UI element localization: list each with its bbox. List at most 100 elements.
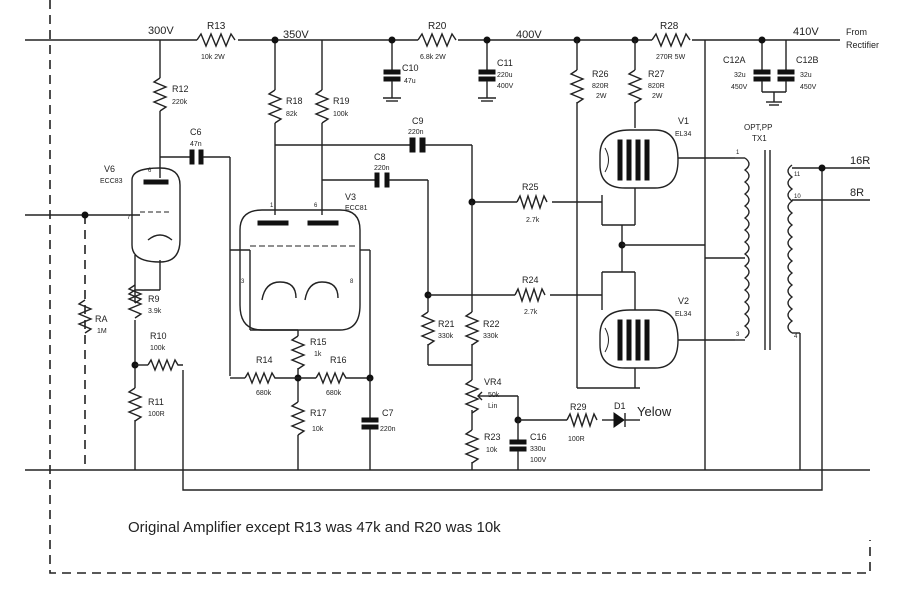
diagram-caption: Original Amplifier except R13 was 47k an… [128, 519, 501, 536]
r15-name: R15 [310, 337, 327, 347]
v6-stage [25, 40, 231, 470]
r23-value: 10k [486, 447, 498, 454]
r13-name: R13 [207, 21, 226, 32]
c12b-voltage: 450V [800, 84, 817, 91]
r16-name: R16 [330, 355, 347, 365]
rail-410v-label: 410V [793, 26, 819, 38]
output-stage [569, 40, 735, 470]
v3-name: V3 [345, 192, 356, 202]
from-label: From [846, 27, 867, 37]
c7-name: C7 [382, 408, 394, 418]
r22-value: 330k [483, 333, 499, 340]
pin-v3-a: 1 [270, 203, 274, 209]
r14-value: 680k [256, 390, 272, 397]
v6-type: ECC83 [100, 178, 123, 185]
r19-name: R19 [333, 96, 350, 106]
c7-value: 220n [380, 426, 396, 433]
c16-voltage: 100V [530, 457, 547, 464]
r26-power: 2W [596, 93, 607, 100]
ra-value: 1M [97, 328, 107, 335]
r10-name: R10 [150, 331, 167, 341]
c12a-value: 32u [734, 72, 746, 79]
r24-value: 2.7k [524, 309, 538, 316]
r27-name: R27 [648, 69, 665, 79]
r19-value: 100k [333, 111, 349, 118]
component-labels: 300V 350V 400V 410V From Rectifier R13 1… [95, 21, 879, 464]
r11-name: R11 [148, 397, 164, 407]
r18-name: R18 [286, 96, 303, 106]
c12a-voltage: 450V [731, 84, 748, 91]
vr4-name: VR4 [484, 377, 502, 387]
c12b-name: C12B [796, 55, 819, 65]
r26-value: 820R [592, 83, 609, 90]
vr4-type: Lin [488, 403, 497, 410]
v3-type: ECC81 [345, 205, 368, 212]
pin-tx-4: 4 [794, 334, 798, 340]
pin-tx-1: 1 [736, 150, 740, 156]
out-8r: 8R [850, 187, 864, 199]
c10-value: 47u [404, 78, 416, 85]
coupling-network [275, 137, 640, 470]
c16-value: 330u [530, 446, 546, 453]
r16-value: 680k [326, 390, 342, 397]
c10-name: C10 [402, 63, 419, 73]
c11-name: C11 [497, 58, 513, 68]
r21-name: R21 [438, 319, 455, 329]
supply-caps [271, 36, 795, 106]
r13-value: 10k 2W [201, 54, 225, 61]
rail-300v-label: 300V [148, 25, 174, 37]
pin-v6-plate: 6 [148, 168, 152, 174]
out-16r: 16R [850, 155, 870, 167]
r17-name: R17 [310, 408, 327, 418]
r27-value: 820R [648, 83, 665, 90]
c8-value: 220n [374, 165, 390, 172]
r9-name: R9 [148, 294, 160, 304]
d1-name: D1 [614, 401, 626, 411]
v2-name: V2 [678, 296, 689, 306]
pin-v3-b: 6 [314, 203, 318, 209]
v3-stage [230, 40, 379, 470]
c6-name: C6 [190, 127, 202, 137]
r12-name: R12 [172, 84, 189, 94]
r23-name: R23 [484, 432, 501, 442]
r28-value: 270R 5W [656, 54, 686, 61]
pin-tx-11: 11 [794, 172, 801, 178]
c12b-value: 32u [800, 72, 812, 79]
r18-value: 82k [286, 111, 298, 118]
c6-value: 47n [190, 141, 202, 148]
c9-name: C9 [412, 116, 424, 126]
c16-name: C16 [530, 432, 547, 442]
v1-type: EL34 [675, 131, 691, 138]
chassis-border [49, 0, 871, 574]
r21-value: 330k [438, 333, 454, 340]
r11-value: 100R [148, 411, 165, 418]
r17-value: 10k [312, 426, 324, 433]
r25-name: R25 [522, 182, 539, 192]
v6-name: V6 [104, 164, 115, 174]
r14-name: R14 [256, 355, 273, 365]
tx-type: OPT,PP [744, 123, 772, 132]
pin-v3-d: 8 [350, 279, 354, 285]
r15-value: 1k [314, 351, 322, 358]
r24-name: R24 [522, 275, 539, 285]
v2-type: EL34 [675, 311, 691, 318]
r27-power: 2W [652, 93, 663, 100]
v1-name: V1 [678, 116, 689, 126]
r22-name: R22 [483, 319, 500, 329]
pin-v3-c: 3 [241, 279, 245, 285]
c11-voltage: 400V [497, 83, 514, 90]
c11-value: 220u [497, 72, 513, 79]
c9-value: 220n [408, 129, 424, 136]
rectifier-label: Rectifier [846, 40, 879, 50]
rail-350v-label: 350V [283, 29, 309, 41]
c8-name: C8 [374, 152, 386, 162]
r9-value: 3.9k [148, 308, 162, 315]
r29-name: R29 [570, 402, 587, 412]
rail-400v-label: 400V [516, 29, 542, 41]
r20-value: 6.8k 2W [420, 54, 446, 61]
r12-value: 220k [172, 99, 188, 106]
pin-tx-3: 3 [736, 332, 740, 338]
r10-value: 100k [150, 345, 166, 352]
feedback-wire [182, 168, 823, 491]
